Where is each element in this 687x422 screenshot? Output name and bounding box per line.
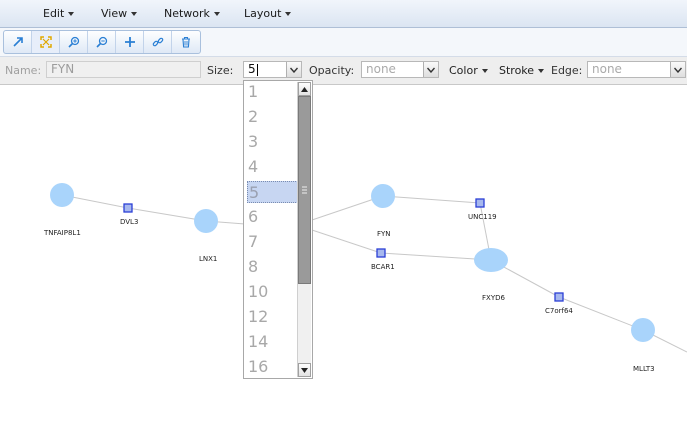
edge-bcar1-fxyd6[interactable] [380,252,492,261]
opacity-dropdown-button[interactable] [423,62,438,77]
nodes: TNFAIP8L1 DVL3 LNX1 FYN UNC119 BCAR1 FXY… [43,183,655,373]
scrollbar-thumb[interactable] [298,96,311,284]
edge-lnx1-bcar1[interactable] [311,229,382,254]
node-bcar1[interactable]: BCAR1 [371,248,395,271]
size-value: 5 [248,62,256,76]
node-dvl3[interactable]: DVL3 [120,203,138,226]
chevron-down-icon [213,12,220,16]
toolbar [0,28,687,57]
chevron-down-icon [538,69,545,73]
menu-bar: Edit View Network Layout [0,0,687,28]
chevron-down-icon [674,67,682,73]
name-field[interactable]: FYN [46,61,201,78]
size-label: Size: [207,64,234,77]
edge-select[interactable]: none [587,61,686,78]
size-dropdown-button[interactable] [286,62,301,77]
style-bar: Name: FYN Size: 5 Opacity: none Color St… [0,57,687,85]
edges [61,194,687,353]
chevron-down-icon [427,67,435,73]
size-option[interactable]: 3 [248,132,259,151]
node-label: DVL3 [120,218,138,226]
chevron-down-icon [131,12,138,16]
fit-screen-icon [39,36,52,48]
size-option[interactable]: 6 [248,207,259,226]
zoom-out-icon [95,36,107,48]
edge-fyn-unc119[interactable] [382,195,481,204]
size-select[interactable]: 5 [243,61,302,78]
chevron-down-icon [285,12,292,16]
menu-layout[interactable]: Layout [244,7,292,20]
delete-button[interactable] [172,31,200,53]
chevron-up-icon [301,86,308,92]
node-label: LNX1 [199,255,217,263]
node-mllt3[interactable]: MLLT3 [631,318,655,373]
node-c7orf64[interactable]: C7orf64 [545,292,573,315]
scroll-up-button[interactable] [298,82,311,96]
edge-label: Edge: [551,64,583,77]
select-tool-button[interactable] [4,31,32,53]
edge-c7orf64-mllt3[interactable] [558,296,644,331]
size-option[interactable]: 8 [248,257,259,276]
edge-dropdown-button[interactable] [670,62,685,77]
menu-view[interactable]: View [101,7,138,20]
node-label: BCAR1 [371,263,395,271]
chevron-down-icon [481,69,488,73]
zoom-out-button[interactable] [88,31,116,53]
opacity-value: none [366,62,396,76]
size-option[interactable]: 10 [248,282,269,301]
chevron-down-icon [68,12,75,16]
node-label: C7orf64 [545,307,573,315]
menu-network[interactable]: Network [164,7,220,20]
node-label: FXYD6 [482,294,505,302]
size-option[interactable]: 7 [248,232,259,251]
size-dropdown-list[interactable]: 1 2 3 4 5 6 7 8 10 12 14 16 [243,80,313,379]
edge-dvl3-lnx1[interactable] [127,207,207,222]
edge-fyn-left[interactable] [311,195,384,221]
stroke-menu[interactable]: Stroke [499,64,545,77]
zoom-in-button[interactable] [60,31,88,53]
edge-value: none [592,62,622,76]
node-label: TNFAIP8L1 [43,229,81,237]
add-node-button[interactable] [116,31,144,53]
trash-icon [182,36,190,48]
size-option[interactable]: 2 [248,107,259,126]
arrow-select-icon [12,37,23,47]
node-fyn[interactable]: FYN [371,184,395,238]
node-unc119[interactable]: UNC119 [468,198,497,221]
color-menu[interactable]: Color [449,64,488,77]
node-fxyd6[interactable]: FXYD6 [474,248,508,302]
scroll-down-button[interactable] [298,363,311,377]
size-option[interactable]: 4 [248,157,259,176]
network-canvas[interactable]: TNFAIP8L1 DVL3 LNX1 FYN UNC119 BCAR1 FXY… [0,85,687,422]
opacity-select[interactable]: none [361,61,439,78]
name-label: Name: [5,64,42,77]
link-icon [152,37,163,47]
tool-button-group [3,30,201,54]
chevron-down-icon [301,367,308,373]
add-edge-button[interactable] [144,31,172,53]
node-label: UNC119 [468,213,497,221]
add-node-icon [124,37,135,47]
opacity-label: Opacity: [309,64,355,77]
node-label: FYN [377,230,391,238]
size-option[interactable]: 12 [248,307,269,326]
node-lnx1[interactable]: LNX1 [194,209,218,263]
zoom-in-icon [67,36,79,48]
fit-screen-button[interactable] [32,31,60,53]
grip-icon [302,186,307,194]
name-field-placeholder: FYN [51,62,75,76]
menu-edit[interactable]: Edit [43,7,75,20]
node-label: MLLT3 [633,365,655,373]
node-tnfaip8l1[interactable]: TNFAIP8L1 [43,183,81,237]
size-option[interactable]: 16 [248,357,269,376]
size-list-scrollbar[interactable] [297,82,311,377]
size-option-selected[interactable]: 5 [247,181,298,203]
text-cursor [256,63,258,76]
size-option[interactable]: 14 [248,332,269,351]
chevron-down-icon [290,67,298,73]
size-option[interactable]: 1 [248,82,259,101]
